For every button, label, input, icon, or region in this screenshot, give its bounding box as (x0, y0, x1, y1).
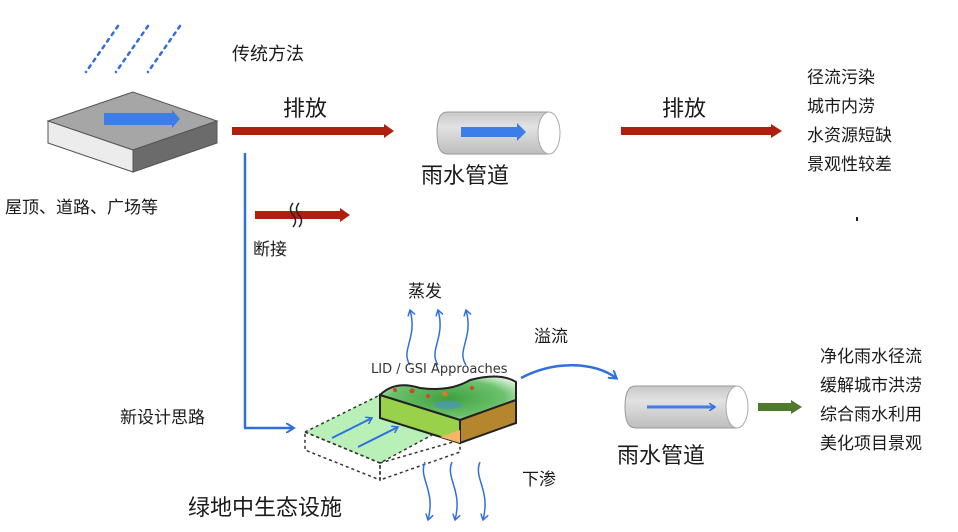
evaporation-label: 蒸发 (408, 282, 442, 302)
problem-item: 景观性较差 (807, 155, 892, 175)
benefit-arrow (758, 400, 802, 414)
overflow-arrow (520, 364, 616, 378)
disconnect-label: 断接 (253, 240, 287, 260)
discharge-label-1: 排放 (283, 97, 328, 122)
infiltration-arrows (422, 461, 485, 520)
discharge-arrow-2 (621, 124, 782, 138)
storm-pipe-label: 雨水管道 (421, 164, 510, 189)
impervious-surface-icon (46, 91, 219, 173)
infiltration-label: 下渗 (522, 470, 556, 490)
new-design-label: 新设计思路 (120, 408, 205, 428)
storm-pipe-icon-2 (624, 385, 749, 429)
disconnect-arrow (255, 202, 350, 228)
benefit-item: 综合雨水利用 (820, 405, 922, 425)
lid-gsi-approaches-label: LID / GSI Approaches (371, 362, 508, 377)
lid-facility-icon (303, 375, 517, 482)
stray-mark (856, 217, 858, 221)
benefit-item: 净化雨水径流 (820, 347, 922, 367)
storm-pipe-label-2: 雨水管道 (617, 444, 706, 469)
traditional-method-title: 传统方法 (232, 44, 304, 65)
rain-icon (84, 24, 182, 74)
new-design-flow-line (243, 153, 293, 428)
problem-item: 城市内涝 (807, 97, 875, 117)
benefits-list: 净化雨水径流 缓解城市洪涝 综合雨水利用 美化项目景观 (820, 343, 922, 459)
discharge-arrow-1 (232, 124, 394, 138)
benefit-item: 美化项目景观 (820, 434, 922, 454)
green-space-facility-title: 绿地中生态设施 (188, 496, 343, 521)
problem-item: 水资源短缺 (807, 126, 892, 146)
problems-list: 径流污染 城市内涝 水资源短缺 景观性较差 (807, 64, 892, 180)
evaporation-arrows (406, 310, 468, 366)
benefit-item: 缓解城市洪涝 (820, 376, 922, 396)
discharge-label-2: 排放 (662, 97, 707, 122)
source-surfaces-label: 屋顶、道路、广场等 (5, 198, 158, 218)
problem-item: 径流污染 (807, 68, 875, 88)
storm-pipe-icon (436, 111, 561, 155)
overflow-label: 溢流 (534, 327, 568, 347)
